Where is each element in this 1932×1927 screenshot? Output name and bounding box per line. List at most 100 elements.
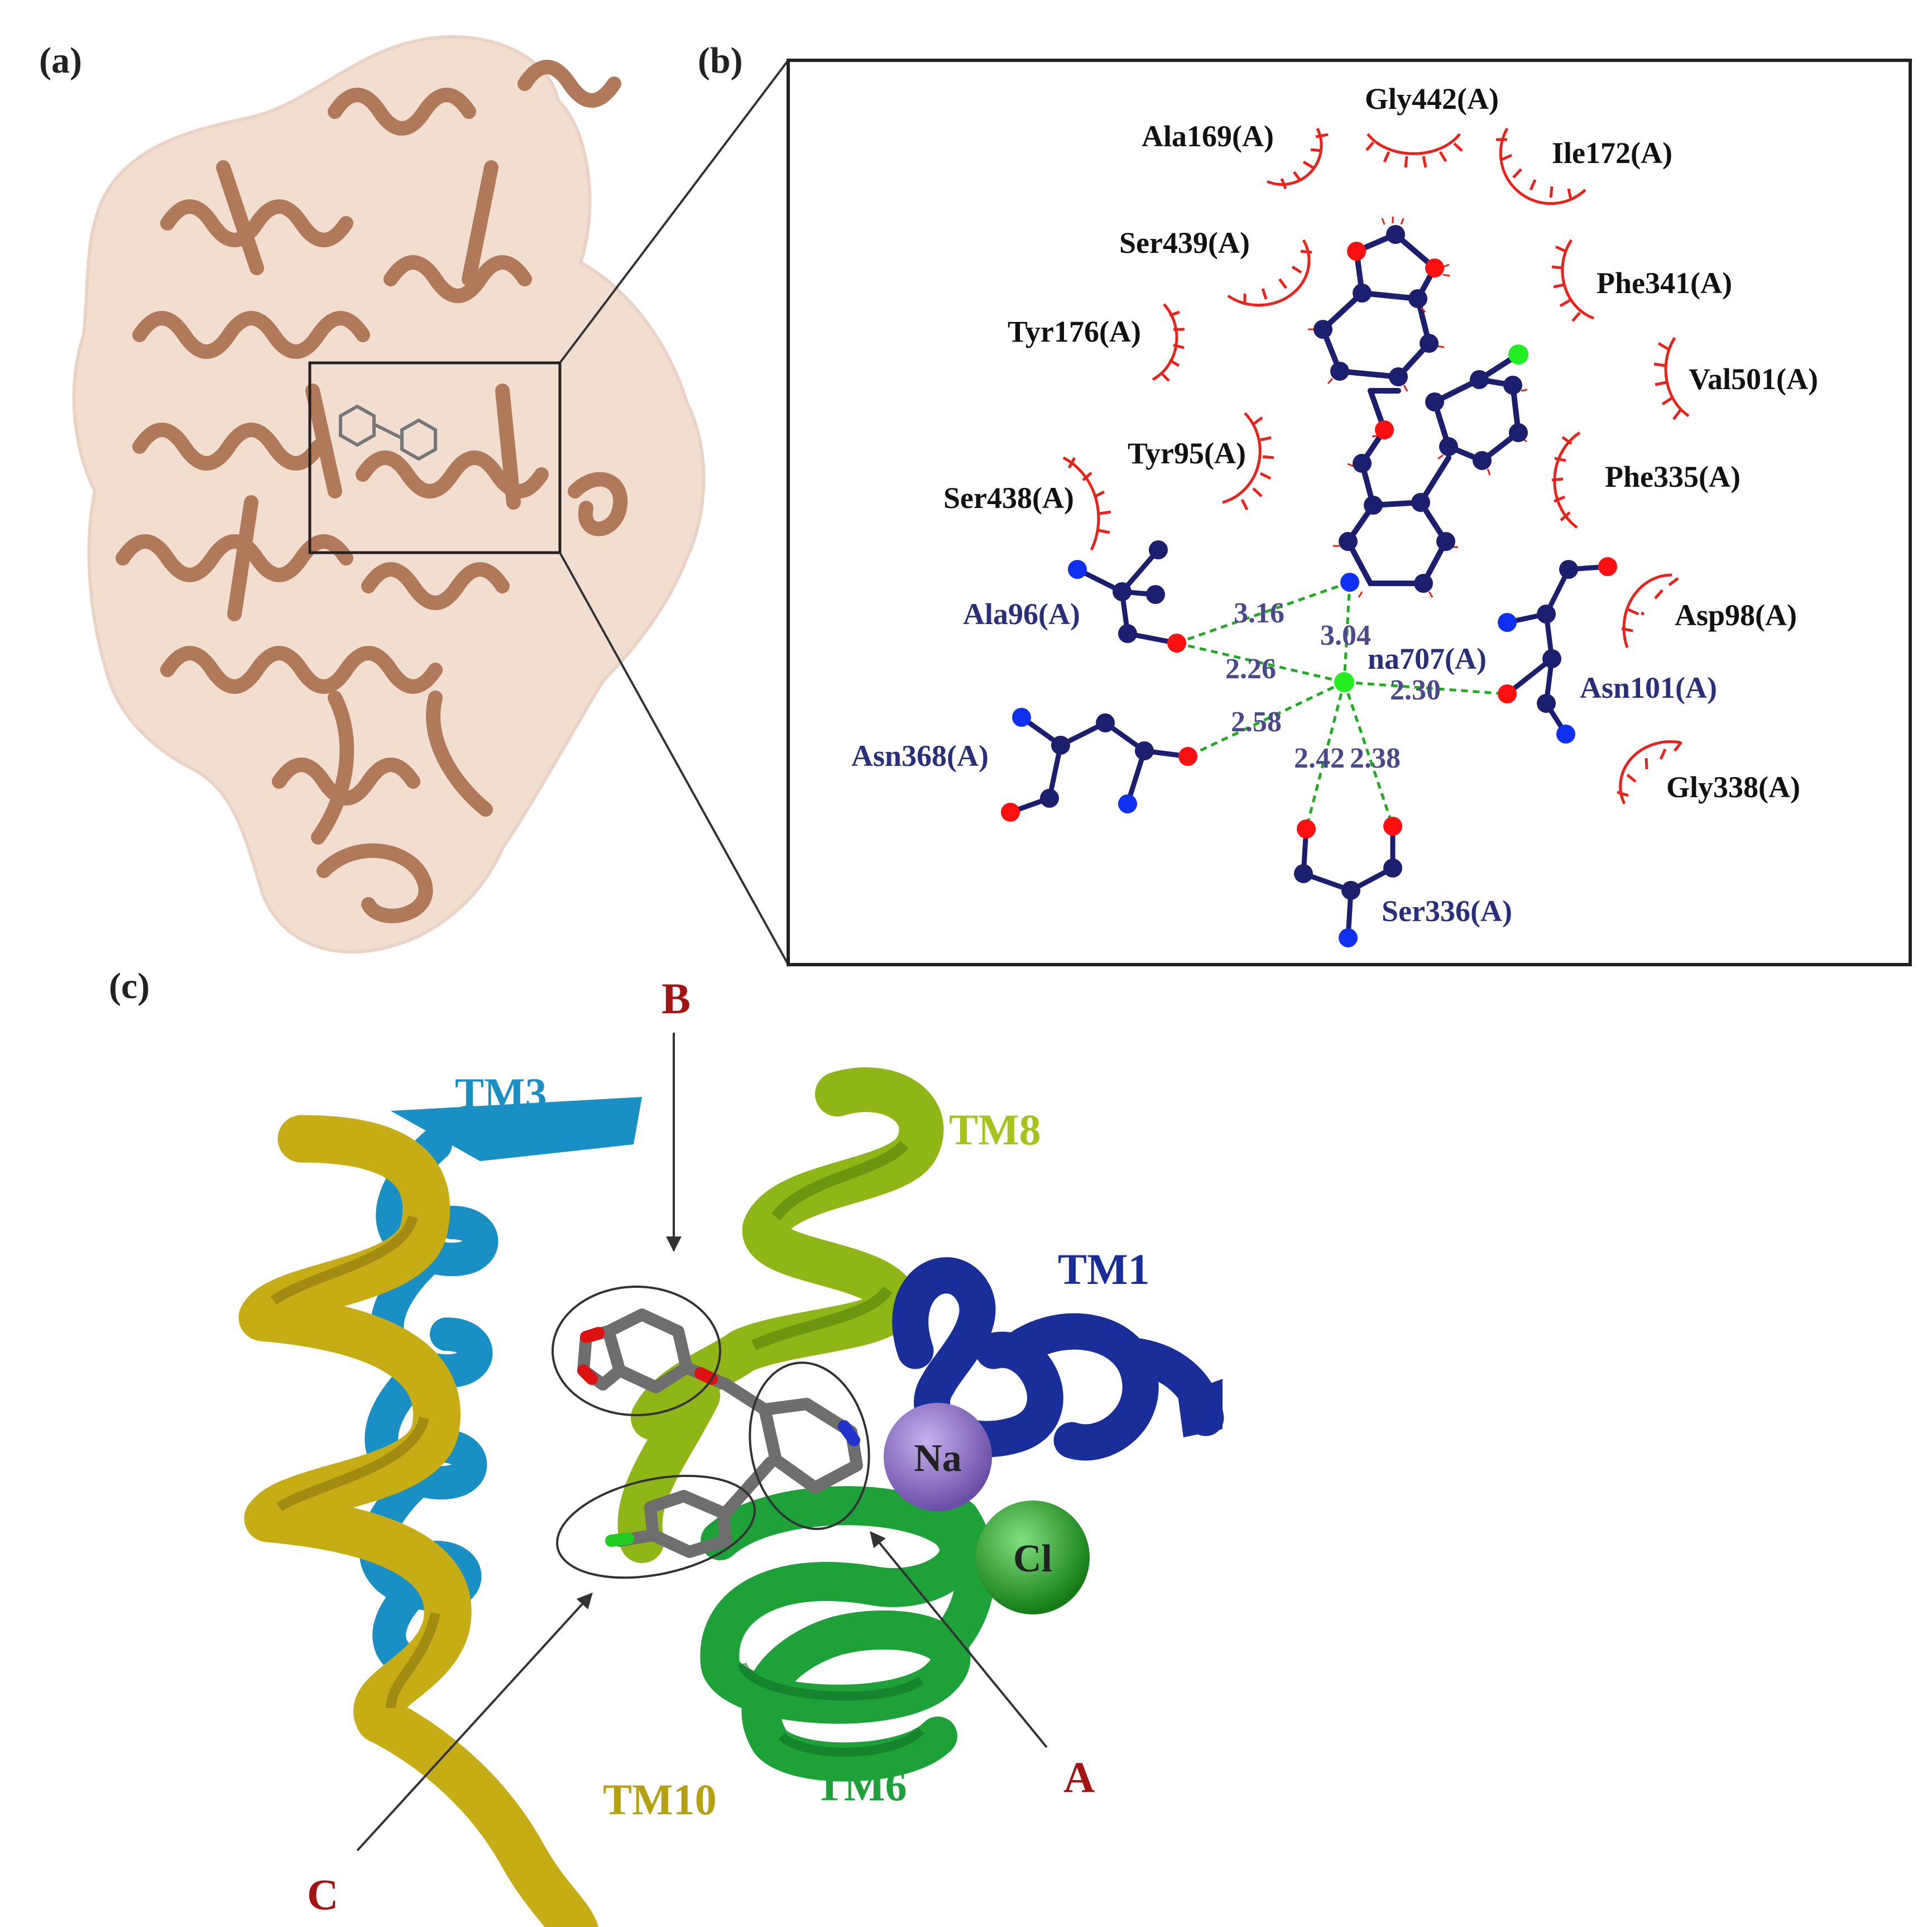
arrow-c xyxy=(356,1592,593,1852)
label-gly442: Gly442(A) xyxy=(1365,82,1499,116)
atom-carbon xyxy=(1473,451,1492,470)
label-asn368: Asn368(A) xyxy=(851,739,989,773)
hydrophobic-arc-tyr176 xyxy=(1152,303,1185,382)
site-c-ellipse xyxy=(556,1474,756,1579)
helix-tm8 xyxy=(617,1067,944,1563)
site-label-b: B xyxy=(661,974,691,1023)
ligand-contact-ticks xyxy=(1308,217,1528,598)
label-tm10: TM10 xyxy=(603,1775,717,1824)
hydrophobic-arc-ser439 xyxy=(1227,239,1312,307)
atom-carbon xyxy=(1470,370,1489,389)
hydrophobic-arc-val501 xyxy=(1653,337,1690,420)
distance-3-16: 3.16 xyxy=(1234,597,1284,629)
distance-2-38: 2.38 xyxy=(1350,742,1401,774)
atom-nitrogen xyxy=(1340,573,1359,592)
atom-carbon xyxy=(1389,367,1408,386)
panel-c-label: (c) xyxy=(109,966,150,1006)
label-tyr95: Tyr95(A) xyxy=(1128,437,1246,470)
ion-label-cl: Cl xyxy=(1013,1537,1052,1580)
zoom-box xyxy=(308,361,562,554)
site-a-ellipse xyxy=(749,1362,870,1530)
label-na707: na707(A) xyxy=(1368,642,1487,675)
hydrophobic-arc-gly338 xyxy=(1617,740,1682,805)
label-phe335: Phe335(A) xyxy=(1605,460,1741,493)
atom-carbon xyxy=(1439,437,1458,456)
distance-2-26: 2.26 xyxy=(1225,653,1276,685)
atom-carbon xyxy=(1414,574,1433,593)
label-ser439: Ser439(A) xyxy=(1119,226,1250,260)
ala96-oxygen xyxy=(1167,634,1186,653)
atom-carbon xyxy=(1364,496,1383,515)
label-tyr176: Tyr176(A) xyxy=(1008,315,1141,348)
helix-tm10 xyxy=(238,1115,598,1927)
atom-carbon xyxy=(1339,532,1358,551)
atom-oxygen xyxy=(1375,420,1394,439)
site-label-c: C xyxy=(307,1870,338,1919)
site-b-ellipse xyxy=(552,1286,721,1416)
label-ser438: Ser438(A) xyxy=(943,481,1074,515)
label-ala169: Ala169(A) xyxy=(1142,119,1274,153)
distance-2-58: 2.58 xyxy=(1231,706,1282,738)
helix-tm6 xyxy=(700,1486,995,1782)
distance-2-42: 2.42 xyxy=(1294,742,1345,774)
hydrophobic-arc-phe341 xyxy=(1551,239,1594,322)
chloride-sphere xyxy=(976,1501,1090,1614)
label-asp98: Asp98(A) xyxy=(1675,598,1797,632)
distance-2-30: 2.30 xyxy=(1390,674,1441,706)
asn101-oxygen xyxy=(1498,684,1517,703)
interaction-map-frame xyxy=(787,59,1912,966)
atom-carbon xyxy=(1509,423,1528,442)
site-ellipses xyxy=(552,1286,870,1579)
panel-a-label: (a) xyxy=(39,40,82,81)
atom-carbon xyxy=(1436,532,1455,551)
atom-carbon xyxy=(1330,362,1349,381)
panel-b: (b) xyxy=(698,40,1912,966)
sodium-ion-2d xyxy=(1334,672,1354,692)
label-tm6: TM6 xyxy=(815,1761,907,1810)
hydrophobic-arc-tyr95 xyxy=(1222,412,1274,511)
atom-oxygen xyxy=(1425,258,1444,277)
hbond-lines xyxy=(1176,581,1508,830)
label-ser336: Ser336(A) xyxy=(1382,894,1512,928)
atom-carbon xyxy=(1313,320,1332,339)
ligand-3d-heteroatoms xyxy=(577,1327,860,1547)
ligand-thumbnail xyxy=(339,404,437,461)
panel-a: (a) xyxy=(39,35,706,954)
panel-b-label: (b) xyxy=(698,40,743,81)
hydrophobic-arc-asp98 xyxy=(1621,573,1679,648)
protein-ribbon xyxy=(116,60,628,923)
atom-carbon xyxy=(1353,454,1372,473)
sodium-sphere xyxy=(884,1403,992,1511)
distance-3-04: 3.04 xyxy=(1320,620,1371,651)
label-tm3: TM3 xyxy=(455,1069,547,1118)
atom-chlorine xyxy=(1508,344,1528,365)
atom-carbon xyxy=(1411,493,1430,512)
label-val501: Val501(A) xyxy=(1689,362,1818,396)
atom-carbon xyxy=(1386,225,1405,244)
hydrophobic-arc-ala169 xyxy=(1267,127,1329,189)
hydrophobic-arc-phe335 xyxy=(1551,431,1581,529)
asn368-oxygen xyxy=(1178,747,1197,766)
zoom-connectors xyxy=(559,59,789,965)
panel-c: (c) xyxy=(109,966,1224,1927)
atom-carbon xyxy=(1353,284,1372,303)
site-label-a: A xyxy=(1063,1753,1095,1801)
atom-carbon xyxy=(1503,376,1522,395)
residue-atoms xyxy=(1001,540,1617,947)
ion-label-na: Na xyxy=(914,1437,962,1480)
atom-carbon xyxy=(1408,289,1427,308)
label-ala96: Ala96(A) xyxy=(963,597,1080,631)
label-gly338: Gly338(A) xyxy=(1666,770,1800,804)
atom-carbon xyxy=(1425,392,1444,411)
label-tm8: TM8 xyxy=(949,1105,1041,1154)
label-phe341: Phe341(A) xyxy=(1597,266,1732,300)
hydrophobic-arc-ile172 xyxy=(1496,127,1586,205)
ligand-atoms xyxy=(1313,225,1528,593)
protein-surface xyxy=(72,35,706,954)
arrow-a xyxy=(870,1531,1048,1748)
site-arrows xyxy=(356,1033,1048,1852)
label-ile172: Ile172(A) xyxy=(1552,136,1672,170)
atom-oxygen xyxy=(1347,242,1366,261)
atom-carbon xyxy=(1420,334,1439,353)
